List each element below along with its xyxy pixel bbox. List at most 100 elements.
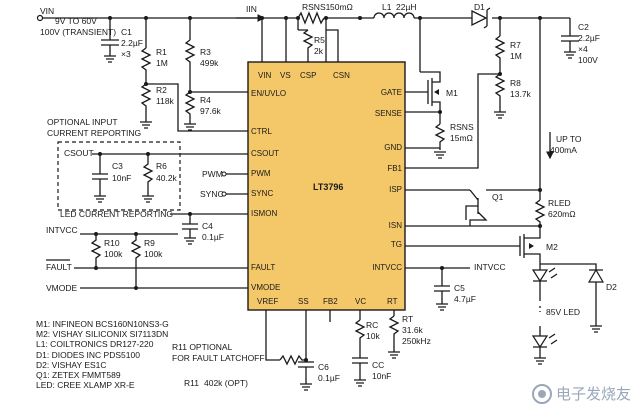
pin-vref: VREF xyxy=(257,297,278,306)
ground-symbol xyxy=(184,123,196,131)
pin-sync: SYNC xyxy=(251,189,273,198)
legend-line: M2: VISHAY SILICONIX SI7113DN xyxy=(36,329,169,340)
c4-value: 0.1µF xyxy=(202,232,224,242)
r2-resistor xyxy=(140,83,152,122)
up-to-current: 400mA xyxy=(550,145,577,155)
r4-resistor xyxy=(184,91,196,124)
rsns1-name: RSNS1 xyxy=(302,2,331,12)
pin-gate: GATE xyxy=(381,88,402,97)
input-terminal xyxy=(36,14,44,22)
led-current-label: LED CURRENT REPORTING xyxy=(60,209,173,219)
c1-name: C1 xyxy=(121,27,132,37)
ground-symbol xyxy=(140,121,152,129)
m2-name: M2 xyxy=(546,242,558,252)
c3-value: 10nF xyxy=(112,173,131,183)
c5-name: C5 xyxy=(454,283,465,293)
iin-label: IIN xyxy=(246,4,257,14)
r11-opt-line2: FOR FAULT LATCHOFF xyxy=(172,353,265,363)
watermark: 电子发烧友 xyxy=(531,383,631,404)
r3-name: R3 xyxy=(200,47,211,57)
legend-line: Q1: ZETEX FMMT589 xyxy=(36,370,121,381)
c2-value: 2.2µF xyxy=(578,33,600,43)
r4-value: 97.6k xyxy=(200,106,222,116)
ground-symbol xyxy=(354,379,366,387)
bill-of-materials: M1: INFINEON BCS160N10NS3-G M2: VISHAY S… xyxy=(36,319,169,390)
rt-resistor xyxy=(388,315,400,352)
d2-diode xyxy=(587,268,605,326)
pin-fb2: FB2 xyxy=(323,297,338,306)
rt-freq: 250kHz xyxy=(402,336,431,346)
ic-part-number: LT3796 xyxy=(313,182,343,192)
led-string xyxy=(531,264,558,358)
rled-name: RLED xyxy=(548,198,571,208)
m1-name: M1 xyxy=(446,88,458,98)
watermark-text: 电子发烧友 xyxy=(555,386,631,403)
vin-label: VIN xyxy=(40,6,54,16)
ground-symbol xyxy=(590,325,602,333)
pin-intvcc: INTVCC xyxy=(372,263,402,272)
r2-value: 118k xyxy=(156,96,175,106)
pin-isn: ISN xyxy=(389,221,403,230)
l1-value: 22µH xyxy=(396,2,417,12)
rled-value: 620mΩ xyxy=(548,209,576,219)
legend-line: D2: VISHAY ES1C xyxy=(36,359,107,370)
l1-inductor xyxy=(373,12,415,19)
optional-input-title: OPTIONAL INPUT xyxy=(47,117,118,127)
pin-rt: RT xyxy=(387,297,398,306)
r7-name: R7 xyxy=(510,40,521,50)
ground-symbol xyxy=(142,195,154,203)
r7-resistor xyxy=(494,35,506,74)
ground-symbol xyxy=(494,111,506,119)
pin-gnd: GND xyxy=(384,143,402,152)
d1-diode xyxy=(471,7,491,29)
pin-vmode: VMODE xyxy=(251,283,280,292)
c3-name: C3 xyxy=(112,161,123,171)
rsns1-resistor xyxy=(297,11,325,25)
rt-value: 31.6k xyxy=(402,325,424,335)
c4-name: C4 xyxy=(202,221,213,231)
ground-symbol xyxy=(564,51,576,59)
ground-symbol xyxy=(94,195,106,203)
rc-name: RC xyxy=(366,320,378,330)
l1-name: L1 xyxy=(382,2,392,12)
cc-value: 10nF xyxy=(372,371,391,381)
pin-fb1: FB1 xyxy=(387,164,402,173)
pwm-label: PWM xyxy=(202,169,223,179)
c2-name: C2 xyxy=(578,22,589,32)
vmode-label: VMODE xyxy=(46,283,78,293)
ic-body xyxy=(247,61,406,311)
pin-vc: VC xyxy=(355,297,366,306)
c6-value: 0.1µF xyxy=(318,373,340,383)
rsns-name: RSNS xyxy=(450,122,474,132)
sync-label: SYNC xyxy=(200,189,224,199)
vin-transient: 100V (TRANSIENT) xyxy=(40,27,116,37)
ground-symbol xyxy=(436,303,448,311)
cc-name: CC xyxy=(372,360,384,370)
ground-symbol xyxy=(534,357,546,365)
d2-name: D2 xyxy=(606,282,617,292)
legend-line: LED: CREE XLAMP XR-E xyxy=(36,380,135,391)
pin-ss: SS xyxy=(298,297,309,306)
pin-sense: SENSE xyxy=(375,109,402,118)
led-voltage: 85V LED xyxy=(546,307,580,317)
r11-name: R11 xyxy=(184,378,199,388)
r8-name: R8 xyxy=(510,78,521,88)
rc-resistor xyxy=(354,319,366,358)
r11-resistor xyxy=(279,354,306,366)
r6-value: 40.2k xyxy=(156,173,178,183)
c6-name: C6 xyxy=(318,362,329,372)
r3-resistor xyxy=(184,39,196,92)
pin-csp: CSP xyxy=(300,71,316,80)
ground-symbol xyxy=(184,237,196,245)
c2-qty: ×4 xyxy=(578,44,588,54)
pin-pwm: PWM xyxy=(251,169,271,178)
pin-fault: FAULT xyxy=(251,263,275,272)
r1-value: 1M xyxy=(156,58,168,68)
pin-isp: ISP xyxy=(389,185,402,194)
optional-input-box xyxy=(57,141,181,211)
r4-name: R4 xyxy=(200,95,211,105)
r10-name: R10 xyxy=(104,238,120,248)
r10-resistor xyxy=(90,234,102,268)
q1-name: Q1 xyxy=(492,192,504,202)
